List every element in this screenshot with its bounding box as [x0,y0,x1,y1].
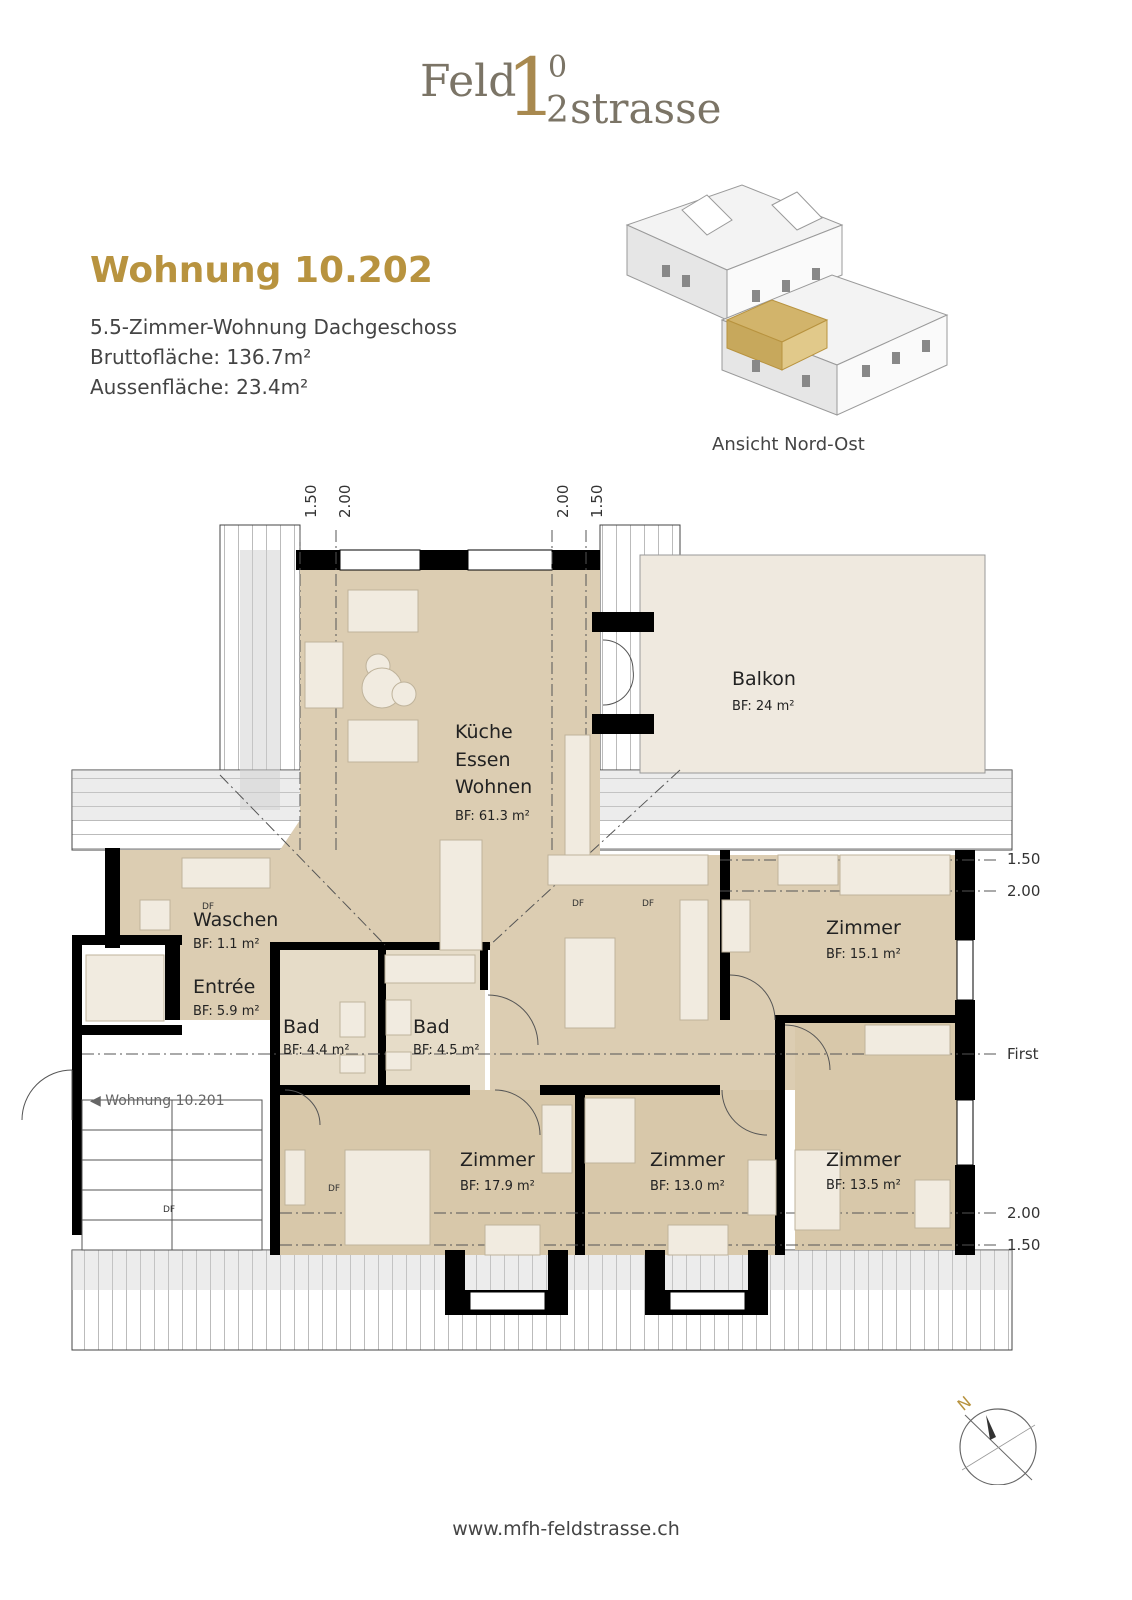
entree-name: Entrée [193,976,255,998]
info-type: 5.5-Zimmer-Wohnung Dachgeschoss [90,315,457,339]
dim-right-first: First [1007,1045,1039,1063]
bad1-name: Bad [283,1016,320,1038]
bad1-area: BF: 4.4 m² [283,1043,350,1058]
dim-right-2: 2.00 [1007,882,1040,900]
zimmer-sw-area: BF: 17.9 m² [460,1179,535,1194]
df-label-3: DF [642,899,654,909]
logo-word-feld: Feld [420,56,517,107]
dim-right-4: 1.50 [1007,1236,1040,1254]
page-title: Wohnung 10.202 [90,250,433,291]
logo-big-digit: 1 [506,41,557,134]
staircase [81,1099,263,1251]
kitchen-name-1: Küche [455,721,513,743]
bad2-area: BF: 4.5 m² [413,1043,480,1058]
zimmer-s-area: BF: 13.0 m² [650,1179,725,1194]
dim-top-2: 2.00 [336,485,354,518]
neighbor-apartment-label: ◀ Wohnung 10.201 [90,1093,225,1109]
floor-plan: 1.50 2.00 2.00 1.50 [21,485,1040,1351]
logo-word-strasse: strasse [570,84,722,133]
window-openings [469,939,974,1311]
windows-top [339,549,553,571]
info-outdoor-area: Aussenfläche: 23.4m² [90,375,309,399]
kitchen-name-3: Wohnen [455,776,532,798]
view-caption: Ansicht Nord-Ost [712,434,865,455]
logo-small-top: 0 [548,50,568,85]
dimension-labels-top: 1.50 2.00 2.00 1.50 [302,485,606,518]
dimension-labels-right: 1.50 2.00 First 2.00 1.50 [1007,850,1040,1254]
doors [21,639,831,1136]
kitchen-name-2: Essen [455,749,511,771]
zimmer-se-area: BF: 13.5 m² [826,1178,901,1193]
zimmer-ne-area: BF: 15.1 m² [826,947,901,962]
zimmer-sw-name: Zimmer [460,1149,535,1171]
balkon-name: Balkon [732,668,796,690]
room-labels: Balkon BF: 24 m² Küche Essen Wohnen BF: … [90,668,901,1215]
waschen-area: BF: 1.1 m² [193,937,260,952]
entree-area: BF: 5.9 m² [193,1004,260,1019]
df-label-4: DF [328,1184,340,1194]
kitchen-area: BF: 61.3 m² [455,809,530,824]
bad2-name: Bad [413,1016,450,1038]
dim-right-1: 1.50 [1007,850,1040,868]
dim-top-1: 1.50 [302,485,320,518]
walls [72,550,975,1315]
furniture [85,589,951,1256]
dim-top-4: 1.50 [588,485,606,518]
apartment-info: 5.5-Zimmer-Wohnung Dachgeschoss Bruttofl… [90,312,457,402]
balcony-area [639,554,986,774]
building-isometric-image [625,184,949,416]
zimmer-se-name: Zimmer [826,1149,901,1171]
zimmer-s-name: Zimmer [650,1149,725,1171]
balkon-area: BF: 24 m² [732,699,794,714]
df-label-5: DF [163,1205,175,1215]
dim-right-3: 2.00 [1007,1204,1040,1222]
compass-north-icon: N [954,1392,1037,1485]
logo-small-bottom: 2 [546,90,569,131]
footer-url: www.mfh-feldstrasse.ch [452,1518,680,1540]
logo: Feld 1 0 2 strasse [420,41,722,140]
df-label-1: DF [202,902,214,912]
df-label-2: DF [572,899,584,909]
compass-label: N [954,1392,975,1414]
info-gross-area: Bruttofläche: 136.7m² [90,345,312,369]
zimmer-ne-name: Zimmer [826,917,901,939]
waschen-name: Waschen [193,909,278,931]
dim-top-3: 2.00 [554,485,572,518]
